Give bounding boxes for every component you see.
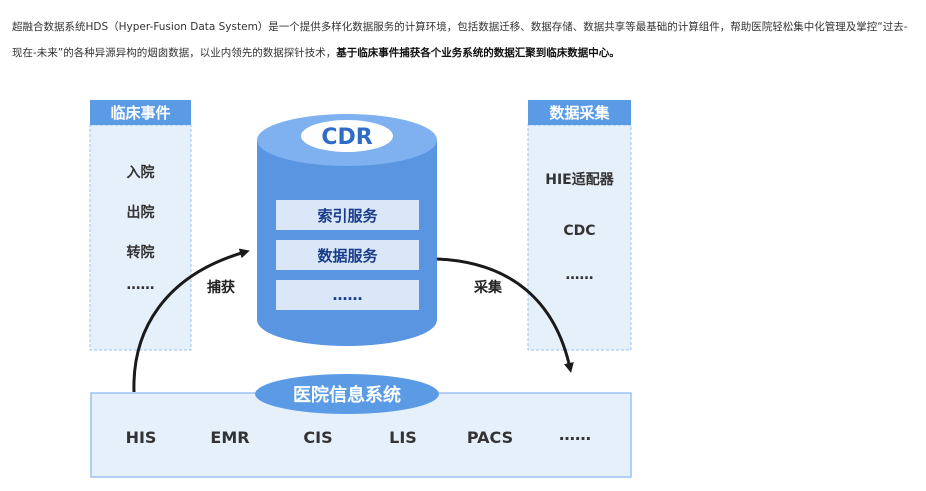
cdr-label-ellipse	[301, 120, 393, 152]
collect-label: 采集	[473, 279, 503, 296]
cdr-service-box	[276, 200, 419, 230]
cdr-cylinder: CDR 索引服务 数据服务 ……	[257, 114, 437, 346]
clinical-events-panel: 临床事件 入院 出院 转院 ……	[89, 100, 192, 351]
hospital-system-item: HIS	[126, 428, 157, 447]
hospital-system-item: LIS	[389, 428, 417, 447]
hospital-system-item: EMR	[210, 428, 249, 447]
data-collection-item: HIE适配器	[545, 171, 614, 188]
hospital-system-item: PACS	[467, 428, 513, 447]
data-collection-item: ……	[566, 267, 594, 283]
intro-paragraph: 超融合数据系统HDS（Hyper-Fusion Data System）是一个提…	[12, 14, 917, 66]
data-collection-header	[528, 100, 631, 125]
intro-bold-text: 基于临床事件捕获各个业务系统的数据汇聚到临床数据中心。	[336, 47, 620, 59]
clinical-events-title: 临床事件	[110, 104, 170, 122]
hospital-info-system: 医院信息系统 HIS EMR CIS LIS PACS ……	[90, 374, 632, 478]
clinical-events-header	[90, 100, 191, 125]
cdr-service-label: 数据服务	[317, 247, 378, 265]
cdr-service-box	[276, 280, 419, 310]
capture-arrow	[132, 248, 250, 393]
cdr-title: CDR	[321, 125, 372, 150]
cdr-service-label: 索引服务	[317, 207, 378, 225]
clinical-event-item: ……	[127, 277, 155, 293]
hospital-title: 医院信息系统	[293, 384, 401, 406]
hospital-system-item: ……	[559, 425, 591, 444]
data-collection-panel: 数据采集 HIE适配器 CDC ……	[527, 100, 632, 351]
capture-label: 捕获	[207, 279, 235, 296]
cdr-service-box	[276, 240, 419, 270]
cdr-service-label: ……	[333, 286, 363, 304]
collect-arrow	[436, 257, 574, 373]
data-collection-item: CDC	[563, 223, 595, 239]
intro-text: 超融合数据系统HDS（Hyper-Fusion Data System）是一个提…	[12, 21, 908, 59]
hospital-title-ellipse	[255, 374, 439, 414]
data-collection-title: 数据采集	[549, 104, 610, 122]
clinical-event-item: 入院	[127, 164, 155, 181]
hospital-system-item: CIS	[303, 428, 332, 447]
clinical-event-item: 出院	[127, 204, 155, 221]
clinical-event-item: 转院	[127, 244, 155, 261]
